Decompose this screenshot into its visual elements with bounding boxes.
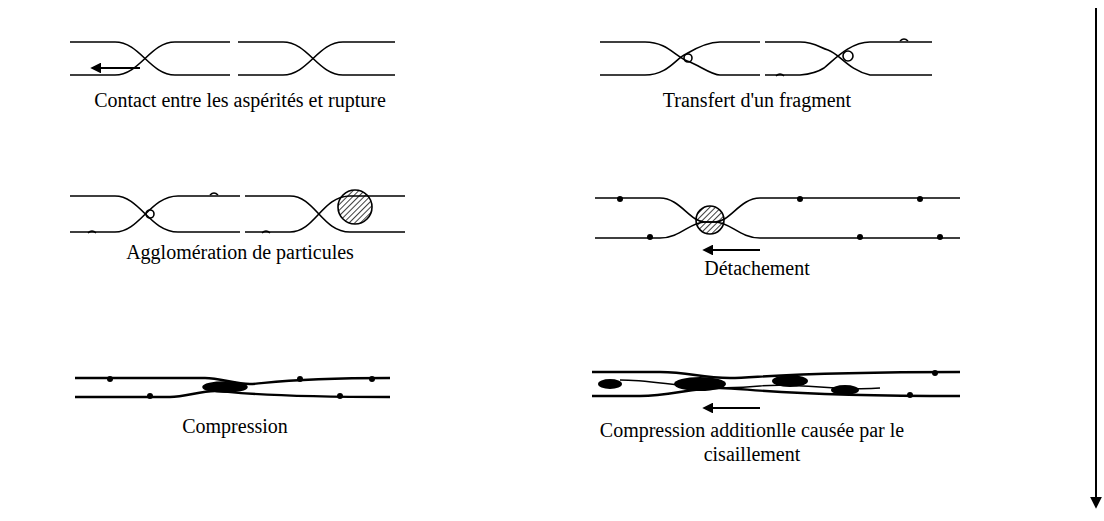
caption: Compression additionlle causée par le ci… bbox=[592, 418, 912, 466]
detachment bbox=[595, 196, 960, 250]
caption: Contact entre les aspérités et rupture bbox=[30, 88, 450, 112]
asperity-contact bbox=[70, 42, 395, 75]
fragment-transfer bbox=[600, 39, 932, 76]
particle-agglomeration bbox=[70, 190, 405, 233]
compression bbox=[75, 376, 390, 399]
caption: Détachement bbox=[547, 256, 967, 280]
caption: Transfert d'un fragment bbox=[547, 88, 967, 112]
caption: Compression bbox=[25, 414, 445, 438]
shear-compression bbox=[592, 370, 960, 408]
caption: Agglomération de particules bbox=[30, 240, 450, 264]
sequence-arrow bbox=[1095, 8, 1097, 498]
